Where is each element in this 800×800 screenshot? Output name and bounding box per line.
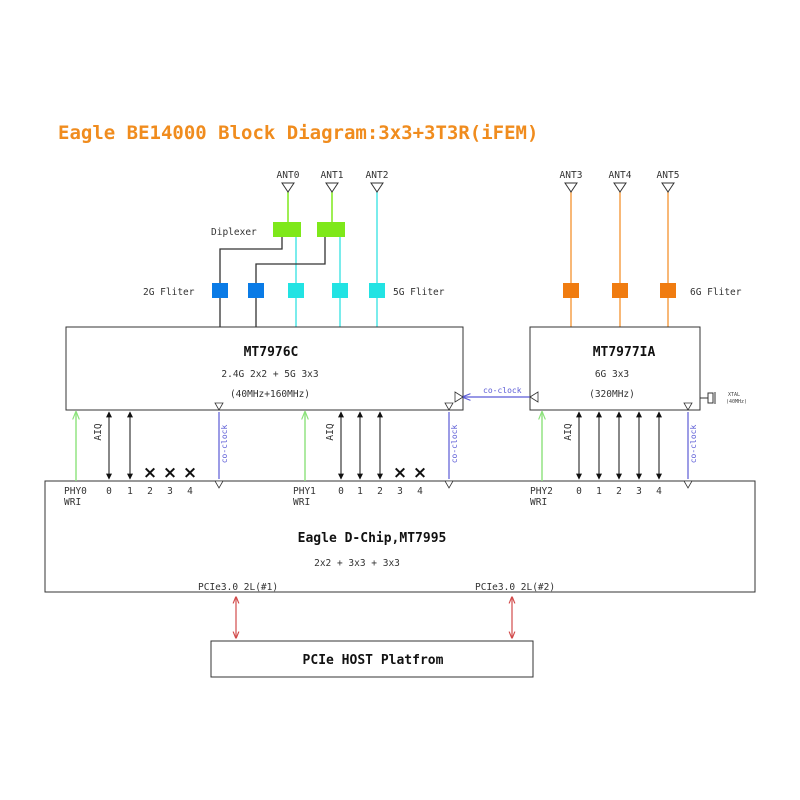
antenna-ant1: ANT1: [321, 170, 344, 193]
dchip-name: Eagle D-Chip,MT7995: [298, 531, 447, 546]
phy-index-label: 3: [397, 486, 403, 497]
filter-2g-label: 2G Fliter: [143, 287, 195, 298]
antenna-ant3: ANT3: [560, 170, 583, 193]
clock-pin-bottom: [683, 480, 693, 489]
unused-path-mark: ×: [143, 463, 157, 483]
pcie-link-2-label: PCIe3.0 2L(#2): [475, 582, 555, 593]
filter-2g-1: [212, 283, 228, 298]
co-clock-label: co-clock: [689, 425, 698, 464]
filter-6g-1: [563, 283, 579, 298]
phy-index-label: 2: [377, 486, 383, 497]
mt7976c-spec: 2.4G 2x2 + 5G 3x3: [221, 369, 318, 380]
wri-label: WRI: [530, 497, 547, 508]
mt7977ia-spec: 6G 3x3: [595, 369, 629, 380]
antenna-label: ANT5: [657, 170, 680, 181]
phy-index-label: 3: [167, 486, 173, 497]
aiq-label: AIQ: [563, 423, 574, 440]
clock-pin-top: [683, 402, 693, 411]
phy-index-label: 1: [596, 486, 602, 497]
antenna-ant5: ANT5: [657, 170, 680, 193]
phy-label: PHY1: [293, 486, 316, 497]
chip-mt7977ia: MT7977IA 6G 3x3 (320MHz): [529, 326, 701, 411]
mt7976c-bandwidth: (40MHz+160MHz): [230, 389, 310, 400]
diplexer-ant1: [317, 222, 345, 237]
antenna-label: ANT1: [321, 170, 344, 181]
clock-pin-bottom: [444, 480, 454, 489]
antenna-label: ANT2: [366, 170, 389, 181]
filter-5g-label: 5G Fliter: [393, 287, 445, 298]
antenna-ant0: ANT0: [277, 170, 300, 193]
mt7976c-name: MT7976C: [244, 345, 299, 360]
co-clock-label: co-clock: [483, 386, 522, 395]
wri-label: WRI: [64, 497, 81, 508]
phy-index-label: 1: [127, 486, 133, 497]
xtal-frequency: (40MHz): [726, 399, 747, 405]
unused-path-mark: ×: [183, 463, 197, 483]
filter-5g-1: [288, 283, 304, 298]
pcie-host: PCIe HOST Platfrom: [210, 640, 534, 678]
co-clock-label: co-clock: [450, 425, 459, 464]
chip-eagle-dchip: Eagle D-Chip,MT7995 2x2 + 3x3 + 3x3: [44, 480, 756, 593]
wri-label: WRI: [293, 497, 310, 508]
antenna-ant4: ANT4: [609, 170, 632, 193]
filter-5g-2: [332, 283, 348, 298]
phy-index-label: 3: [636, 486, 642, 497]
unused-path-mark: ×: [163, 463, 177, 483]
phy-label: PHY2: [530, 486, 553, 497]
pcie-links: PCIe3.0 2L(#1) PCIe3.0 2L(#2): [198, 582, 555, 638]
unused-path-mark: ×: [413, 463, 427, 483]
phy-index-label: 2: [147, 486, 153, 497]
xtal: XTAL (40MHz): [700, 392, 747, 405]
rf-lines-mt7977ia: [570, 192, 669, 327]
phy-index-label: 1: [357, 486, 363, 497]
phy-index-label: 0: [338, 486, 344, 497]
phy-index-label: 0: [576, 486, 582, 497]
phy-index-label: 2: [616, 486, 622, 497]
xtal-label: XTAL: [728, 392, 740, 398]
diplexer-label: Diplexer: [211, 227, 257, 238]
dchip-spec: 2x2 + 3x3 + 3x3: [314, 558, 400, 569]
filter-5g-3: [369, 283, 385, 298]
antenna-label: ANT4: [609, 170, 632, 181]
clock-pin-top: [214, 402, 224, 411]
phy-index-label: 4: [656, 486, 662, 497]
co-clock-link: co-clock: [454, 386, 539, 403]
pcie-link-1-label: PCIe3.0 2L(#1): [198, 582, 278, 593]
filter-6g-3: [660, 283, 676, 298]
unused-path-mark: ×: [393, 463, 407, 483]
filter-6g-label: 6G Fliter: [690, 287, 742, 298]
co-clock-label: co-clock: [220, 425, 229, 464]
phy-index-label: 4: [417, 486, 423, 497]
clock-pin-top: [444, 402, 454, 411]
filter-2g-2: [248, 283, 264, 298]
diagram-title: Eagle BE14000 Block Diagram:3x3+3T3R(iFE…: [58, 122, 538, 144]
pcie-host-name: PCIe HOST Platfrom: [303, 653, 444, 668]
rf-lines-mt7976c: [219, 192, 378, 327]
antenna-label: ANT3: [560, 170, 583, 181]
antenna-ant2: ANT2: [366, 170, 389, 193]
phy-index-label: 0: [106, 486, 112, 497]
chip-mt7976c: MT7976C 2.4G 2x2 + 5G 3x3 (40MHz+160MHz): [65, 326, 464, 411]
phy-label: PHY0: [64, 486, 87, 497]
phy-index-label: 4: [187, 486, 193, 497]
filter-6g-2: [612, 283, 628, 298]
clock-pin-bottom: [214, 480, 224, 489]
diplexer-ant0: [273, 222, 301, 237]
aiq-label: AIQ: [325, 423, 336, 440]
mt7977ia-bandwidth: (320MHz): [589, 389, 635, 400]
aiq-label: AIQ: [93, 423, 104, 440]
mt7977ia-name: MT7977IA: [593, 345, 656, 360]
antenna-label: ANT0: [277, 170, 300, 181]
